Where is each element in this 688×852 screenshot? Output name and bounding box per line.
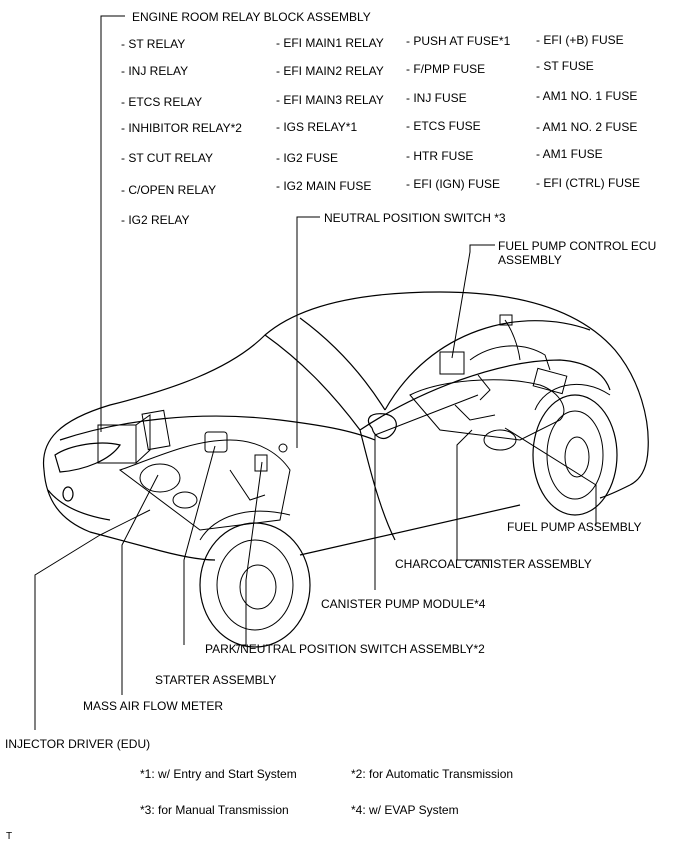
park-neutral-switch-label: PARK/NEUTRAL POSITION SWITCH ASSEMBLY*2 bbox=[205, 642, 485, 656]
fuse-item: - INJ FUSE bbox=[406, 91, 467, 105]
fuse-item: - AM1 NO. 1 FUSE bbox=[536, 89, 638, 103]
fuse-item: - AM1 FUSE bbox=[536, 147, 603, 161]
fuse-item: - ETCS FUSE bbox=[406, 119, 481, 133]
relay-item: - ETCS RELAY bbox=[121, 95, 203, 109]
relay-item: - IG2 FUSE bbox=[276, 151, 339, 165]
fuse-item: - AM1 NO. 2 FUSE bbox=[536, 120, 638, 134]
mass-air-flow-meter-label: MASS AIR FLOW METER bbox=[83, 699, 224, 713]
corner-mark: T bbox=[6, 831, 13, 842]
canister-pump-module-label: CANISTER PUMP MODULE*4 bbox=[321, 597, 486, 611]
charcoal-canister-label: CHARCOAL CANISTER ASSEMBLY bbox=[395, 557, 592, 571]
fuse-item: - ST FUSE bbox=[536, 59, 594, 73]
fuel-pump-assembly-label: FUEL PUMP ASSEMBLY bbox=[507, 520, 642, 534]
relay-item: - INHIBITOR RELAY*2 bbox=[121, 121, 242, 135]
neutral-position-switch-label: NEUTRAL POSITION SWITCH *3 bbox=[324, 211, 506, 225]
relay-item: - EFI MAIN3 RELAY bbox=[276, 93, 384, 107]
fuel-system-components bbox=[409, 314, 568, 451]
engine-components bbox=[97, 409, 291, 531]
fuse-item: - EFI (IGN) FUSE bbox=[406, 177, 500, 191]
starter-assembly-label: STARTER ASSEMBLY bbox=[155, 673, 277, 687]
relay-block-title: ENGINE ROOM RELAY BLOCK ASSEMBLY bbox=[132, 10, 371, 24]
relay-item: - C/OPEN RELAY bbox=[121, 183, 217, 197]
footnote-4: *4: w/ EVAP System bbox=[351, 803, 459, 817]
leader-lines bbox=[34, 15, 597, 730]
fuel-pump-control-ecu-label-line2: ASSEMBLY bbox=[498, 253, 562, 267]
fuse-item: - EFI (+B) FUSE bbox=[536, 33, 624, 47]
fuel-pump-control-ecu-label: FUEL PUMP CONTROL ECU bbox=[498, 239, 657, 253]
footnote-3: *3: for Manual Transmission bbox=[140, 803, 289, 817]
fuse-item: - F/PMP FUSE bbox=[406, 62, 486, 76]
footnote-1: *1: w/ Entry and Start System bbox=[140, 767, 297, 781]
footnote-2: *2: for Automatic Transmission bbox=[351, 767, 514, 781]
front-wheel bbox=[199, 510, 311, 648]
relay-item: - EFI MAIN1 RELAY bbox=[276, 36, 384, 50]
relay-item: - IG2 MAIN FUSE bbox=[276, 179, 372, 193]
relay-item: - IG2 RELAY bbox=[121, 213, 190, 227]
fuse-item: - HTR FUSE bbox=[406, 149, 474, 163]
injector-driver-label: INJECTOR DRIVER (EDU) bbox=[5, 737, 151, 751]
relay-item: - EFI MAIN2 RELAY bbox=[276, 64, 384, 78]
relay-item: - ST CUT RELAY bbox=[121, 151, 214, 165]
fuse-item: - PUSH AT FUSE*1 bbox=[406, 34, 511, 48]
relay-item: - ST RELAY bbox=[121, 37, 186, 51]
car-body-outline bbox=[42, 291, 649, 561]
fuse-item: - EFI (CTRL) FUSE bbox=[536, 176, 640, 190]
relay-item: - IGS RELAY*1 bbox=[276, 120, 358, 134]
relay-item: - INJ RELAY bbox=[121, 64, 189, 78]
rear-wheel bbox=[532, 383, 618, 516]
